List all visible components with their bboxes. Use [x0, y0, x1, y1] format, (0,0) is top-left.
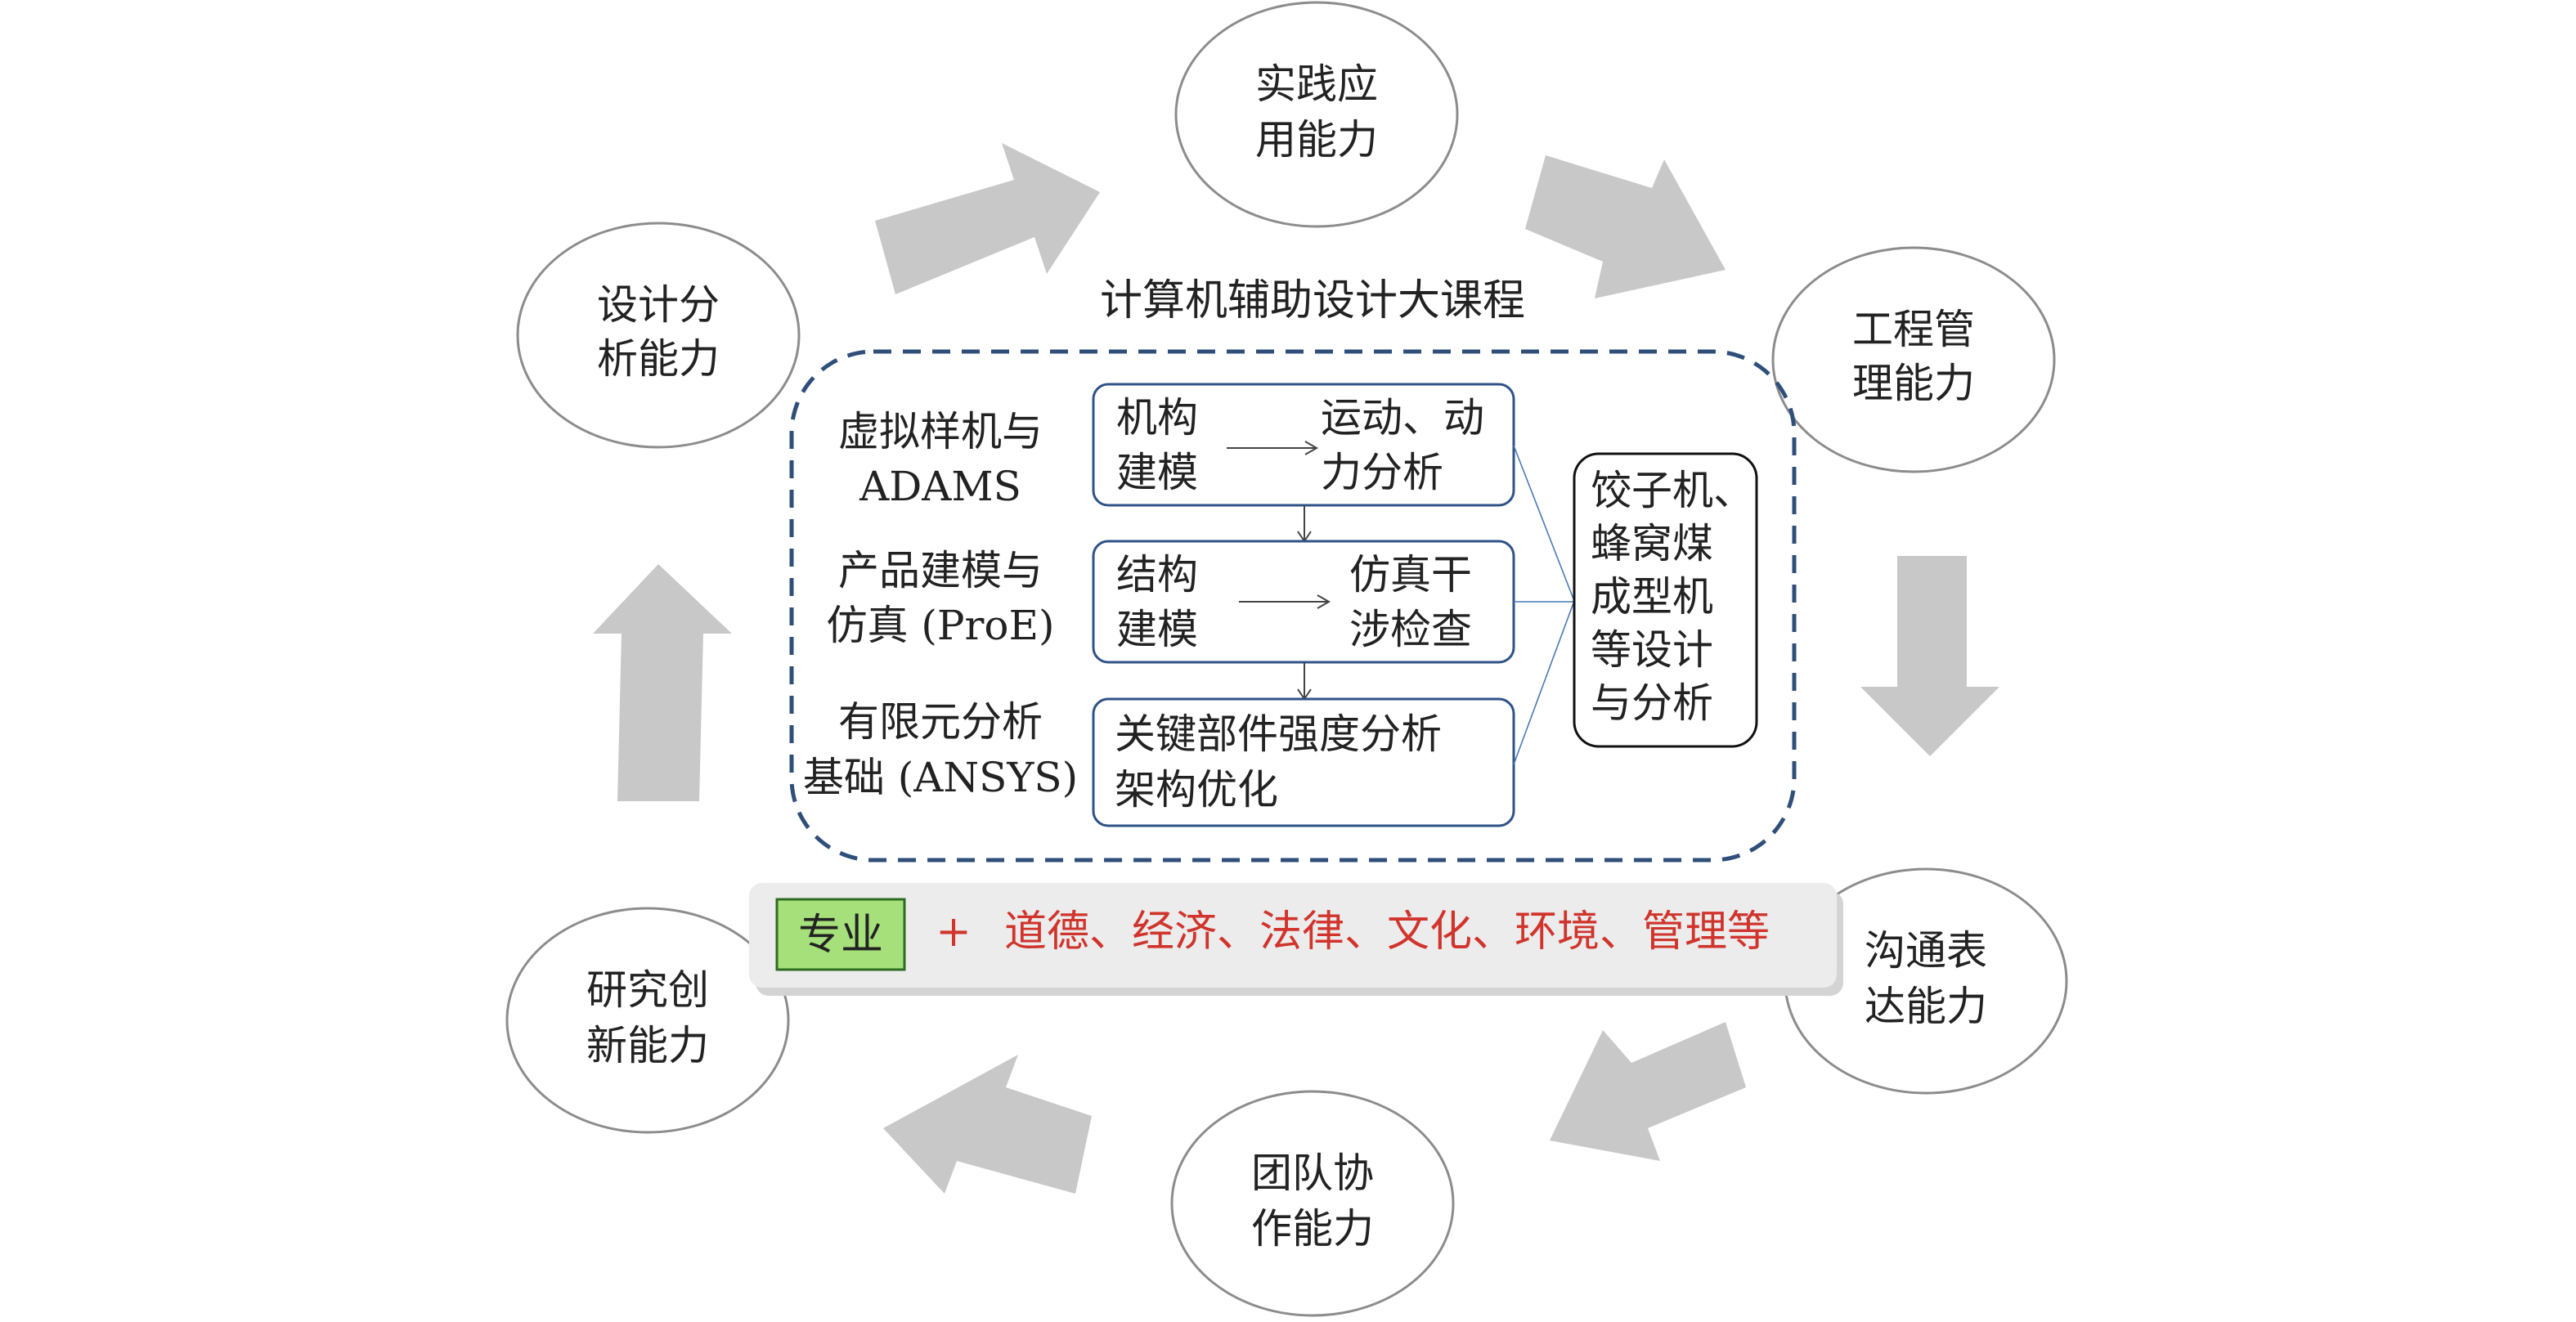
course-adams-line1: 虚拟样机与 [838, 408, 1043, 455]
ability-engineering: 工程管 理能力 [1771, 246, 2056, 473]
ability-teamwork: 团队协 作能力 [1170, 1090, 1455, 1317]
ability-communication: 沟通表 达能力 [1784, 867, 2068, 1095]
course-proe-line2: 仿真 (ProE) [826, 602, 1054, 649]
ability-communication-line2: 达能力 [1865, 983, 1987, 1030]
box-mechanism-right-line1: 运动、动 [1321, 394, 1484, 441]
box-structure-right-line2: 涉检查 [1349, 606, 1472, 653]
ability-research-line1: 研究创 [586, 966, 709, 1014]
box-applications: 饺子机、 蜂窝煤 成型机 等设计 与分析 [1573, 452, 1758, 748]
box-fea-line1: 关键部件强度分析 [1115, 710, 1442, 758]
ability-practice-line1: 实践应 [1255, 60, 1378, 108]
box-applications-line4: 等设计 [1591, 626, 1713, 674]
ability-design-line1: 设计分 [597, 281, 720, 329]
ability-design-line2: 析能力 [597, 335, 720, 383]
box-structure-left-line1: 结构 [1116, 551, 1198, 598]
ability-design: 设计分 析能力 [516, 222, 801, 449]
box-mechanism: 机构 建模 运动、动 力分析 [1092, 383, 1515, 507]
ability-practice-line2: 用能力 [1255, 116, 1378, 164]
ability-teamwork-line1: 团队协 [1251, 1149, 1374, 1197]
arrow-teamwork-to-research [883, 1055, 1092, 1194]
course-proe-line1: 产品建模与 [838, 547, 1043, 594]
ability-engineering-line2: 理能力 [1852, 360, 1975, 407]
box-structure: 结构 建模 仿真干 涉检查 [1092, 540, 1515, 664]
ability-teamwork-line2: 作能力 [1251, 1205, 1374, 1253]
arrow-practice-to-engineering [1525, 155, 1726, 298]
box-mechanism-left-line1: 机构 [1116, 394, 1198, 441]
course-ansys: 有限元分析 基础 (ANSYS) [803, 698, 1078, 801]
bottom-bar: 专业 + 道德、经济、法律、文化、环境、管理等 [749, 883, 1843, 996]
course-adams: 虚拟样机与 ADAMS [838, 408, 1043, 510]
other-qualities: 道德、经济、法律、文化、环境、管理等 [1004, 907, 1770, 957]
arrow-research-to-design [593, 564, 732, 801]
box-mechanism-right-line2: 力分析 [1321, 449, 1443, 496]
box-fea-line2: 架构优化 [1115, 766, 1278, 813]
box-mechanism-left-line2: 建模 [1116, 449, 1198, 496]
course-frame [789, 349, 1797, 863]
arrow-communication-to-teamwork [1550, 1022, 1746, 1161]
box-applications-line1: 饺子机、 [1591, 467, 1754, 514]
box-structure-right-line1: 仿真干 [1349, 551, 1472, 598]
arrow-engineering-to-communication [1860, 556, 1999, 756]
course-ansys-line2: 基础 (ANSYS) [803, 754, 1078, 801]
course-title: 计算机辅助设计大课程 [1100, 276, 1525, 325]
box-fea: 关键部件强度分析 架构优化 [1092, 697, 1515, 827]
plus-sign: + [936, 907, 972, 957]
box-structure-left-line2: 建模 [1116, 606, 1198, 653]
ability-practice: 实践应 用能力 [1174, 1, 1459, 228]
major-label: 专业 [798, 911, 883, 960]
ability-engineering-line1: 工程管 [1852, 306, 1975, 353]
course-adams-line2: ADAMS [859, 463, 1021, 510]
box-applications-line3: 成型机 [1591, 573, 1713, 621]
ability-research: 研究创 新能力 [505, 907, 790, 1134]
course-proe: 产品建模与 仿真 (ProE) [826, 547, 1054, 649]
ability-communication-line1: 沟通表 [1865, 927, 1987, 975]
box-applications-line2: 蜂窝煤 [1591, 520, 1713, 567]
ability-research-line2: 新能力 [586, 1022, 709, 1069]
course-ansys-line1: 有限元分析 [838, 698, 1043, 746]
major-badge [775, 898, 906, 971]
box-applications-line5: 与分析 [1591, 679, 1713, 727]
arrow-design-to-practice [875, 143, 1100, 294]
